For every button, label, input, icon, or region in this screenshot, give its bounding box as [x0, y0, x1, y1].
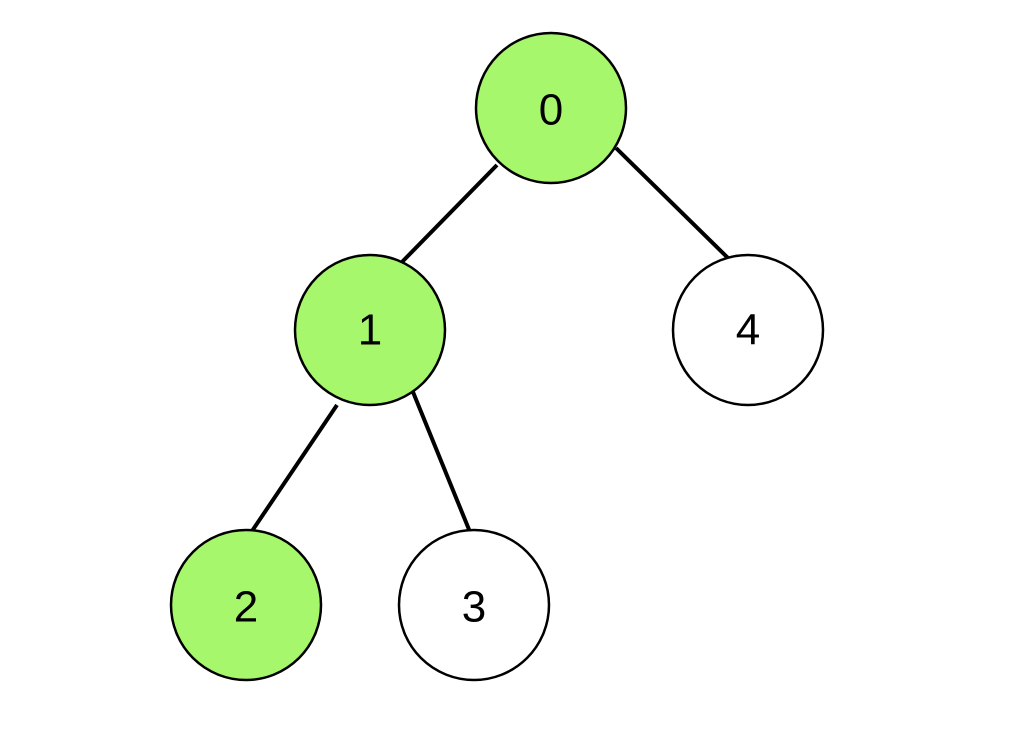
nodes-layer: 0 1 4 2 3: [169, 31, 825, 682]
edge-0-4: [614, 146, 731, 261]
tree-node-2: 2: [169, 528, 323, 682]
tree-node-4: 4: [671, 253, 825, 407]
tree-node-0: 0: [474, 31, 628, 185]
tree-node-1: 1: [293, 253, 447, 407]
node-4-label: 4: [736, 306, 760, 355]
node-0-label: 0: [539, 86, 563, 135]
edge-0-1: [400, 163, 499, 264]
node-2-circle: [169, 528, 323, 682]
node-1-circle: [293, 253, 447, 407]
edge-1-3: [411, 391, 472, 533]
edges-layer: [246, 146, 731, 539]
node-3-label: 3: [462, 583, 486, 632]
node-4-circle: [671, 253, 825, 407]
tree-node-3: 3: [397, 528, 551, 682]
node-3-circle: [397, 528, 551, 682]
node-2-label: 2: [234, 583, 258, 632]
node-0-circle: [474, 31, 628, 185]
node-1-label: 1: [358, 306, 382, 355]
edge-1-2: [246, 403, 339, 539]
